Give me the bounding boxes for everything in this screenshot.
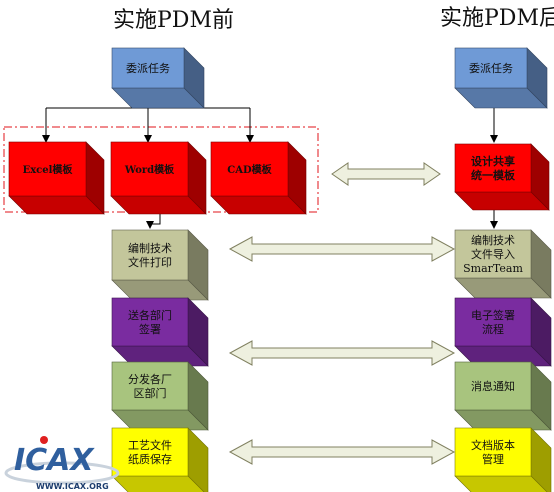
box-template-word-label: Word模板	[124, 163, 175, 176]
box-template-excel: Excel模板	[8, 141, 105, 215]
box-before-assign-task-label: 委派任务	[126, 62, 170, 75]
box-before-sign-face	[111, 297, 189, 347]
double-arrow-sign	[228, 340, 456, 366]
box-after-shared-template-face	[454, 143, 532, 193]
box-before-distribute: 分发各厂区部门	[111, 361, 209, 431]
box-before-paper-archive-face	[111, 427, 189, 477]
box-after-version-mgmt-label: 文档版本管理	[471, 438, 515, 466]
box-after-notify: 消息通知	[454, 361, 552, 431]
box-before-assign-task-face	[111, 47, 185, 89]
box-after-shared-template: 设计共享统一模板	[454, 143, 550, 211]
box-after-version-mgmt-face	[454, 427, 532, 477]
box-template-cad: CAD模板	[210, 141, 307, 215]
box-after-e-sign-face	[454, 297, 532, 347]
logo-url: WWW.ICAX.ORG	[36, 482, 109, 491]
box-before-distribute-label: 分发各厂区部门	[128, 372, 172, 400]
box-before-sign-label: 送各部门签署	[128, 308, 172, 336]
box-template-cad-face	[210, 141, 289, 197]
box-after-notify-label: 消息通知	[471, 379, 515, 393]
box-template-cad-label: CAD模板	[227, 163, 272, 176]
box-after-e-sign-label: 电子签署流程	[471, 308, 515, 336]
box-before-paper-archive-label: 工艺文件纸质保存	[128, 438, 172, 466]
double-arrow-templates	[331, 162, 441, 186]
double-arrow-archive	[228, 439, 456, 465]
box-before-paper-archive: 工艺文件纸质保存	[111, 427, 209, 492]
title-before: 实施PDM前	[113, 8, 234, 33]
box-before-sign: 送各部门签署	[111, 297, 209, 367]
icax-logo: ICAX WWW.ICAX.ORG	[4, 436, 120, 491]
box-template-excel-face	[8, 141, 87, 197]
box-after-assign-task-label: 委派任务	[469, 62, 513, 75]
logo-swoosh	[4, 461, 120, 485]
logo-brand: ICAX	[14, 443, 95, 478]
title-after: 实施PDM后	[440, 6, 554, 31]
box-after-assign-task-face	[454, 47, 528, 89]
box-before-edit-print-face	[111, 229, 189, 281]
box-template-word: Word模板	[110, 141, 207, 215]
box-template-word-face	[110, 141, 189, 197]
double-arrow-edit	[228, 236, 456, 262]
box-after-version-mgmt: 文档版本管理	[454, 427, 552, 492]
double-arrows	[228, 162, 456, 465]
box-template-excel-label: Excel模板	[23, 163, 74, 176]
box-before-edit-print-label: 编制技术文件打印	[128, 241, 172, 269]
box-after-edit-import-face	[454, 229, 532, 279]
box-after-notify-face	[454, 361, 532, 411]
box-after-shared-template-label: 设计共享统一模板	[471, 154, 516, 182]
box-after-e-sign: 电子签署流程	[454, 297, 552, 367]
logo-dot	[40, 436, 48, 444]
box-after-assign-task: 委派任务	[454, 47, 548, 109]
box-before-assign-task: 委派任务	[111, 47, 205, 109]
box-before-edit-print: 编制技术文件打印	[111, 229, 209, 301]
box-before-distribute-face	[111, 361, 189, 411]
